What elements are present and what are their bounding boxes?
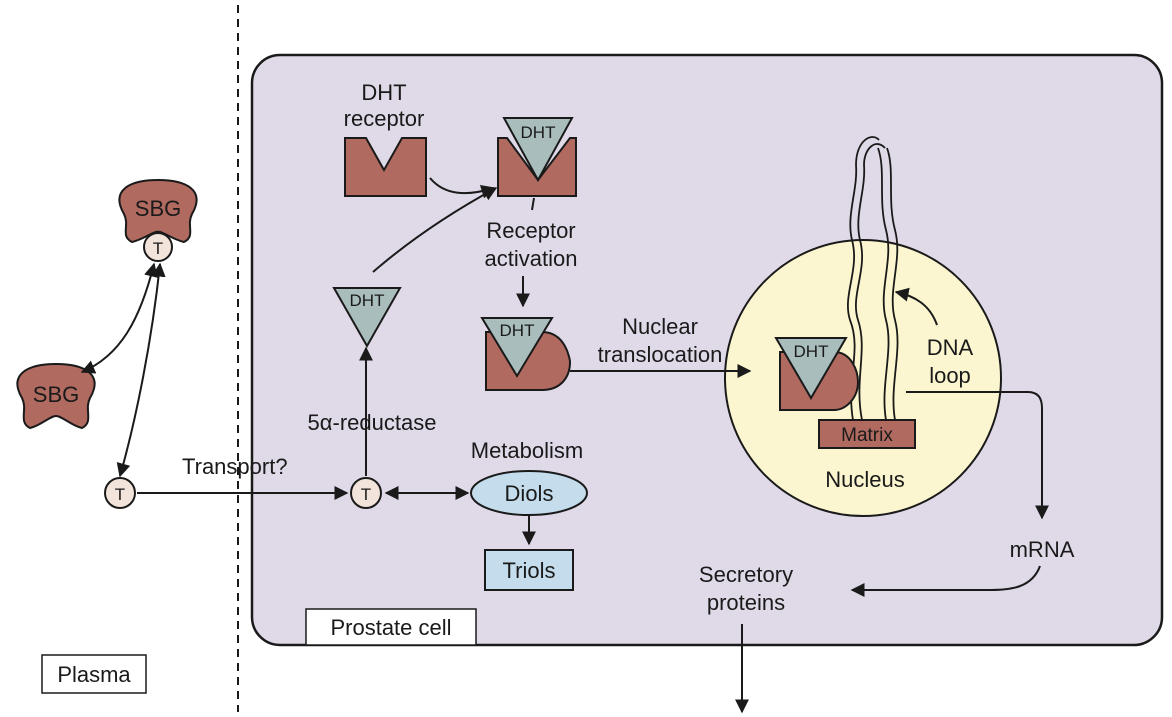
dht-bound-top-label: DHT [521, 123, 556, 142]
dht-receptor-label-line2: receptor [344, 106, 425, 131]
translation-arrow [850, 565, 1041, 597]
sbg-exchange-arrow [80, 262, 158, 374]
nucleus [724, 239, 1002, 517]
receptor-activation-line1: Receptor [486, 218, 575, 243]
sbg-bound-protein [118, 178, 198, 244]
sbg-bound-label: SBG [135, 196, 181, 221]
prostate-cell-label-box [305, 608, 477, 646]
dht-activated [480, 317, 554, 378]
diols-label: Diols [505, 481, 554, 506]
receptor-binding-arrow [429, 177, 496, 199]
nuclear-matrix [818, 419, 916, 449]
dht-receptor-empty [344, 137, 427, 197]
nuclear-translocation-line2: translocation [598, 342, 723, 367]
dht-free [332, 287, 402, 349]
plasma-label-box [41, 654, 147, 694]
transcription-arrow [906, 391, 1049, 520]
testosterone-plasma [104, 477, 136, 509]
sbg-release-arrow [116, 262, 166, 478]
matrix-label: Matrix [841, 425, 893, 446]
testosterone-bound-label: T [153, 239, 163, 258]
dht-activated-label: DHT [500, 321, 535, 340]
dna-loop-strand [847, 136, 899, 421]
metabolism-label: Metabolism [471, 438, 583, 463]
reductase-label: 5α-reductase [308, 410, 437, 435]
transport-label: Transport? [182, 454, 288, 479]
testosterone-bound [143, 232, 173, 262]
plasma-label: Plasma [57, 662, 131, 687]
prostate-cell-label: Prostate cell [330, 615, 451, 640]
dht-nucleus [774, 337, 848, 400]
dht-receptor-bound [497, 137, 577, 197]
dna-loop-label-line1: DNA [927, 335, 974, 360]
receptor-activation-line2: activation [485, 246, 578, 271]
dht-bound-top [502, 117, 574, 183]
dht-receptor-label-line1: DHT [361, 80, 406, 105]
dht-nucleus-label: DHT [794, 342, 829, 361]
sbg-free-protein [16, 362, 96, 430]
triols-node [484, 549, 574, 591]
nuclear-translocation-line1: Nuclear [622, 314, 698, 339]
activation-tick [531, 197, 535, 211]
nucleus-label: Nucleus [825, 467, 904, 492]
dht-free-label: DHT [350, 291, 385, 310]
sbg-free-label: SBG [33, 382, 79, 407]
dna-loop-label-line2: loop [929, 363, 971, 388]
testosterone-cell-label: T [361, 485, 371, 504]
secretory-proteins-line2: proteins [707, 590, 785, 615]
mrna-label: mRNA [1010, 537, 1075, 562]
triols-label: Triols [503, 558, 556, 583]
dna-loop-arrow [894, 287, 938, 326]
testosterone-cell [350, 477, 382, 509]
secretory-proteins-line1: Secretory [699, 562, 793, 587]
testosterone-plasma-label: T [115, 485, 125, 504]
